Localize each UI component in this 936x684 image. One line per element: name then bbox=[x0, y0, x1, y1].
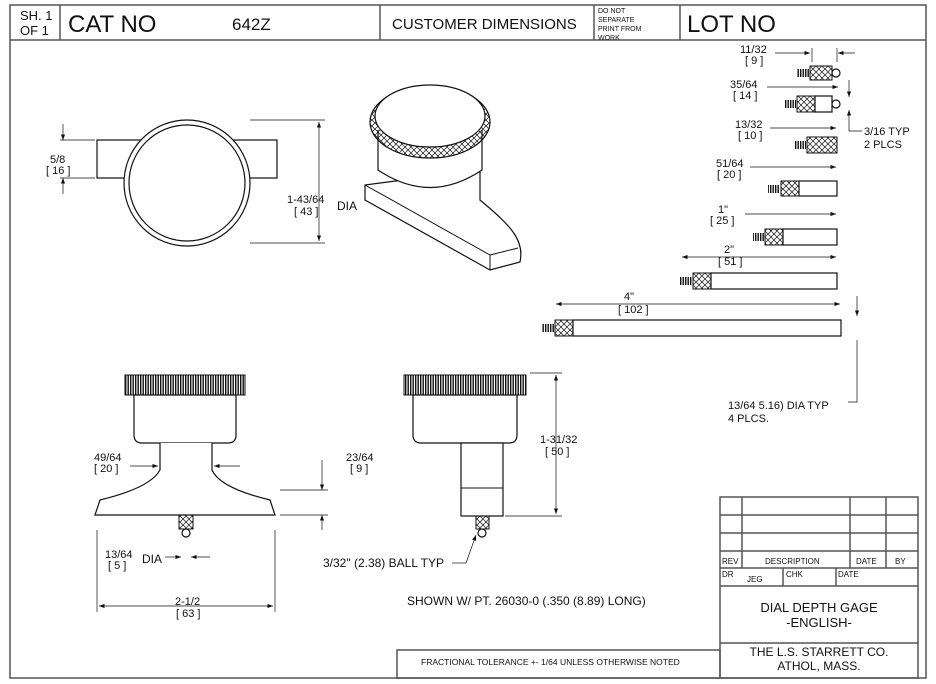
chk-label: CHK bbox=[786, 570, 804, 579]
customer-dimensions: CUSTOMER DIMENSIONS bbox=[392, 16, 577, 33]
dr-value: JEG bbox=[747, 575, 763, 584]
shown-note: SHOWN W/ PT. 26030-0 (.350 (8.89) LONG) bbox=[407, 594, 646, 608]
svg-text:4": 4" bbox=[624, 291, 634, 303]
date-label: DATE bbox=[838, 570, 859, 579]
svg-text:[ 9 ]: [ 9 ] bbox=[745, 55, 763, 67]
iso-view bbox=[364, 84, 522, 271]
svg-text:1": 1" bbox=[718, 204, 728, 216]
note-line: WORK bbox=[598, 35, 620, 42]
svg-text:[ 102 ]: [ 102 ] bbox=[618, 304, 649, 316]
svg-text:2-1/2: 2-1/2 bbox=[175, 596, 200, 608]
svg-text:[ 9 ]: [ 9 ] bbox=[350, 463, 368, 475]
note-line: DO NOT bbox=[598, 8, 626, 15]
sheet-number: SH. 1 bbox=[20, 8, 53, 23]
svg-text:[ 20 ]: [ 20 ] bbox=[717, 169, 741, 181]
svg-text:[ 10 ]: [ 10 ] bbox=[738, 130, 762, 142]
rev-header: REV bbox=[722, 557, 739, 566]
svg-text:DIA: DIA bbox=[337, 199, 357, 213]
date-header: DATE bbox=[856, 557, 877, 566]
title-line-2: -ENGLISH- bbox=[786, 615, 852, 630]
note-line: PRINT FROM bbox=[598, 26, 642, 33]
company-name: THE L.S. STARRETT CO. bbox=[750, 645, 889, 659]
svg-text:13/64: 13/64 bbox=[105, 549, 133, 561]
svg-text:[ 25 ]: [ 25 ] bbox=[710, 215, 734, 227]
tolerance-note: FRACTIONAL TOLERANCE +- 1/64 UNLESS OTHE… bbox=[421, 657, 680, 667]
note-line: SEPARATE bbox=[598, 17, 635, 24]
svg-text:49/64: 49/64 bbox=[94, 452, 122, 464]
description-header: DESCRIPTION bbox=[765, 557, 820, 566]
svg-text:[ 5 ]: [ 5 ] bbox=[108, 560, 126, 572]
svg-text:DIA: DIA bbox=[142, 552, 162, 566]
svg-text:[ 20 ]: [ 20 ] bbox=[94, 463, 118, 475]
svg-text:[ 43 ]: [ 43 ] bbox=[294, 206, 318, 218]
svg-text:[ 63 ]: [ 63 ] bbox=[176, 608, 200, 620]
svg-text:13/64 5.16) DIA TYP: 13/64 5.16) DIA TYP bbox=[728, 400, 829, 412]
front-view: 49/64 [ 20 ] 23/64 [ 9 ] 13/64 [ 5 ] DIA… bbox=[94, 374, 374, 620]
svg-text:2": 2" bbox=[724, 244, 734, 256]
svg-text:35/64: 35/64 bbox=[730, 79, 758, 91]
header: SH. 1 OF 1 CAT NO 642Z CUSTOMER DIMENSIO… bbox=[20, 8, 776, 42]
svg-text:[ 50 ]: [ 50 ] bbox=[545, 446, 569, 458]
sheet-total: OF 1 bbox=[20, 23, 49, 38]
svg-text:13/32: 13/32 bbox=[735, 119, 763, 131]
by-header: BY bbox=[895, 557, 906, 566]
cat-no-label: CAT NO bbox=[68, 11, 156, 38]
svg-text:[ 16 ]: [ 16 ] bbox=[46, 165, 70, 177]
svg-text:5/8: 5/8 bbox=[50, 154, 65, 166]
cat-no-value: 642Z bbox=[232, 15, 271, 34]
svg-text:[ 14 ]: [ 14 ] bbox=[733, 90, 757, 102]
svg-text:3/16 TYP: 3/16 TYP bbox=[864, 126, 910, 138]
svg-text:11/32: 11/32 bbox=[740, 44, 767, 56]
lot-no-label: LOT NO bbox=[687, 11, 776, 38]
company-location: ATHOL, MASS. bbox=[777, 659, 860, 673]
title-block: REV DESCRIPTION DATE BY DR JEG CHK DATE … bbox=[719, 496, 919, 679]
svg-text:51/64: 51/64 bbox=[716, 158, 744, 170]
svg-text:1-31/32: 1-31/32 bbox=[540, 434, 577, 446]
svg-text:23/64: 23/64 bbox=[346, 452, 374, 464]
dr-label: DR bbox=[722, 570, 734, 579]
svg-text:3/32" (2.38) BALL TYP: 3/32" (2.38) BALL TYP bbox=[323, 556, 444, 570]
svg-text:2 PLCS: 2 PLCS bbox=[864, 139, 902, 151]
svg-text:4 PLCS.: 4 PLCS. bbox=[728, 413, 769, 425]
svg-text:1-43/64: 1-43/64 bbox=[287, 194, 324, 206]
side-view: 1-31/32 [ 50 ] 3/32" (2.38) BALL TYP bbox=[323, 372, 577, 570]
title-line-1: DIAL DEPTH GAGE bbox=[760, 600, 878, 615]
svg-text:[ 51 ]: [ 51 ] bbox=[718, 256, 742, 268]
extensions-view: 11/32 [ 9 ] 35/64 [ 14 ] 3/16 TYP 2 PLCS… bbox=[542, 44, 910, 425]
top-view: 5/8 [ 16 ] 1-43/64 [ 43 ] DIA bbox=[46, 119, 357, 247]
